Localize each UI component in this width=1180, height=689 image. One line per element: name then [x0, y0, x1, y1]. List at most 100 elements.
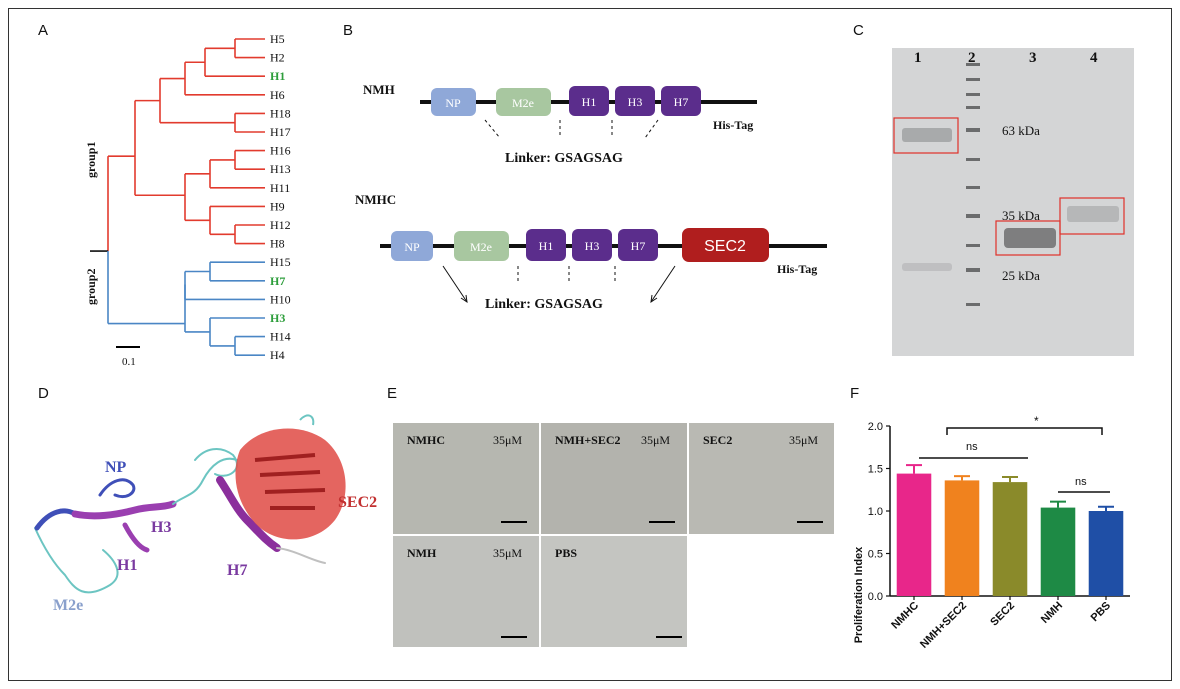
tree-leaf-label: H15 [270, 255, 291, 269]
tree-leaf-label: H3 [270, 311, 285, 325]
tree-leaf-label: H14 [270, 330, 291, 344]
lane-4-label: 4 [1090, 50, 1098, 66]
bar [944, 480, 980, 596]
nmh-m2e-domain [496, 88, 551, 116]
annotation-star: * [1034, 414, 1039, 428]
panel-label-f: F [850, 385, 860, 402]
scale-bar [501, 521, 527, 523]
y-tick-label: 0.5 [868, 549, 883, 561]
structure-h7-label: H7 [227, 562, 247, 579]
structure-np-label: NP [105, 459, 127, 476]
scale-label: 0.1 [122, 356, 136, 368]
structure-sec2-label: SEC2 [338, 494, 377, 511]
lane3-highlight-box [995, 220, 1061, 256]
structure-h3-label: H3 [151, 519, 171, 536]
nmh-his-tag: His-Tag [713, 118, 753, 132]
nmh-m2e-label: M2e [512, 96, 534, 110]
micrograph-sec2: SEC2 35μM [689, 423, 834, 534]
phylogenetic-tree: H5H2H1H6H18H17H16H13H11H9H12H8H15H7H10H3… [84, 32, 291, 368]
micrograph-concentration: 35μM [641, 433, 671, 447]
micrograph-label: SEC2 [703, 433, 733, 447]
group1-label: group1 [84, 142, 98, 178]
nmhc-sec2-domain [682, 228, 769, 262]
micrograph-nmhc: NMHC 35μM [393, 423, 539, 534]
panel-label-c: C [853, 22, 864, 39]
tree-leaf-label: H5 [270, 32, 285, 46]
tree-leaf-label: H1 [270, 69, 285, 83]
annotation-ns-1: ns [966, 441, 978, 453]
nmh-h3-domain [615, 86, 655, 116]
micrograph-label: NMHC [407, 433, 445, 447]
nmh-h7-domain [661, 86, 701, 116]
y-tick-label: 2.0 [868, 421, 883, 433]
bar [1040, 507, 1076, 596]
x-tick-label: NMHC [889, 600, 921, 632]
star-bracket [946, 427, 1103, 435]
structure-m2e-label: M2e [53, 597, 83, 614]
nmh-h1-domain [569, 86, 609, 116]
panel-label-b: B [343, 22, 354, 39]
micrograph-concentration: 35μM [789, 433, 819, 447]
annotation-ns-2: ns [1075, 476, 1087, 488]
tree-leaf-label: H13 [270, 162, 291, 176]
nmhc-h7-domain [618, 229, 658, 261]
tree-leaf-label: H4 [270, 348, 285, 362]
tree-leaf-label: H9 [270, 199, 285, 213]
tree-leaf-label: H16 [270, 144, 291, 158]
figure-frame [8, 8, 1172, 681]
tree-leaf-label: H7 [270, 274, 285, 288]
panel-label-e: E [387, 385, 398, 402]
nmhc-h1-label: H1 [539, 239, 554, 253]
nmhc-np-label: NP [404, 240, 420, 254]
bar [896, 473, 932, 596]
nmhc-h3-domain [572, 229, 612, 261]
lane4-highlight-box [1059, 197, 1125, 235]
nmh-title: NMH [363, 82, 395, 97]
nmh-h3-label: H3 [628, 95, 643, 109]
group2-label: group2 [84, 269, 98, 305]
nmhc-h7-label: H7 [631, 239, 646, 253]
micrograph-nmh: NMH 35μM [393, 536, 539, 647]
panel-label-d: D [38, 385, 49, 402]
nmhc-m2e-label: M2e [470, 240, 492, 254]
nmh-linker-label: Linker: GSAGSAG [505, 151, 623, 166]
gel-labels: 1 2 3 4 63 kDa 35 kDa 25 kDa [914, 50, 1098, 283]
scale-bar [656, 636, 682, 638]
nmhc-sec2-label: SEC2 [704, 238, 746, 255]
marker-63-label: 63 kDa [1002, 123, 1040, 138]
tree-leaf-label: H6 [270, 88, 285, 102]
lane-3-label: 3 [1029, 50, 1037, 66]
tree-leaf-label: H18 [270, 106, 291, 120]
marker-25-label: 25 kDa [1002, 268, 1040, 283]
x-tick-label: SEC2 [988, 600, 1017, 629]
nmhc-h1-domain [526, 229, 566, 261]
nmh-h1-label: H1 [582, 95, 597, 109]
micrograph-label: NMH+SEC2 [555, 433, 621, 447]
x-tick-label: NMH [1039, 600, 1065, 626]
bar [1088, 511, 1124, 596]
nmhc-h3-label: H3 [585, 239, 600, 253]
lane-2-label: 2 [968, 50, 976, 66]
scale-bar [797, 521, 823, 523]
micrograph-pbs: PBS [541, 536, 687, 647]
tree-leaf-label: H12 [270, 218, 291, 232]
tree-leaf-label: H11 [270, 181, 290, 195]
y-tick-label: 0.0 [868, 591, 883, 603]
sds-page-gel [892, 48, 1134, 356]
nmh-h7-label: H7 [674, 95, 689, 109]
tree-leaf-label: H17 [270, 125, 291, 139]
y-tick-label: 1.5 [868, 464, 883, 476]
nmhc-title: NMHC [355, 192, 396, 207]
scale-bar [649, 521, 675, 523]
tree-leaf-label: H10 [270, 292, 291, 306]
x-tick-label: PBS [1089, 600, 1113, 624]
scale-bar [501, 636, 527, 638]
tree-leaf-label: H8 [270, 237, 285, 251]
nmh-np-domain [431, 88, 476, 116]
lane-1-label: 1 [914, 50, 922, 66]
protein-structure: NP H3 H1 H7 SEC2 M2e [34, 414, 377, 614]
y-axis-label: Proliferation Index [853, 546, 865, 643]
nmhc-m2e-domain [454, 231, 509, 261]
proliferation-bar-chart: Proliferation Index 0.00.51.01.52.0NMHCN… [853, 414, 1130, 651]
micrograph-label: PBS [555, 546, 578, 560]
